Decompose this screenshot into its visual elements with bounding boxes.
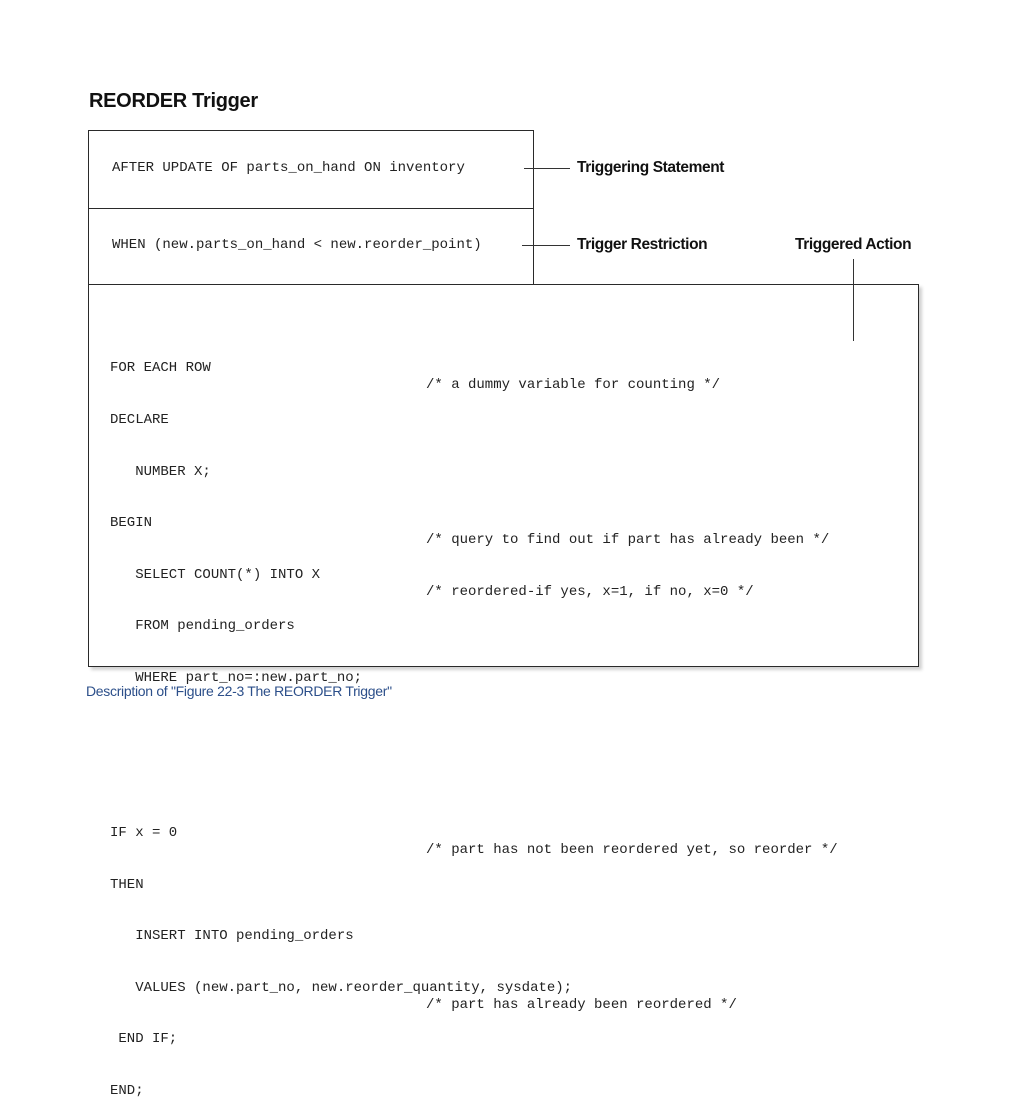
code-line: NUMBER X; xyxy=(110,463,211,480)
code-line: BEGIN xyxy=(110,515,153,532)
triggering-statement-connector xyxy=(524,168,570,170)
code-line: FOR EACH ROW xyxy=(110,360,211,377)
trigger-restriction-label: Trigger Restriction xyxy=(577,236,708,253)
trigger-restriction-box xyxy=(88,208,534,286)
comment-line xyxy=(426,687,838,704)
comment-line: /* reordered-if yes, x=1, if no, x=0 */ xyxy=(426,583,754,600)
code-line: FROM pending_orders xyxy=(110,618,295,635)
code-line: END IF; xyxy=(110,1031,178,1048)
triggered-action-box xyxy=(88,284,919,667)
comment-line xyxy=(426,790,838,807)
comment-line xyxy=(426,481,838,498)
comment-line xyxy=(426,429,838,446)
triggered-action-comments: /* a dummy variable for counting */ /* q… xyxy=(426,343,838,1031)
code-line: DECLARE xyxy=(110,412,169,429)
code-line: END; xyxy=(110,1082,144,1099)
triggering-statement-code: AFTER UPDATE OF parts_on_hand ON invento… xyxy=(112,160,465,176)
trigger-restriction-code: WHEN (new.parts_on_hand < new.reorder_po… xyxy=(112,237,482,253)
triggered-action-connector xyxy=(853,259,855,341)
figure-caption-link[interactable]: Description of "Figure 22-3 The REORDER … xyxy=(86,683,392,699)
comment-line: /* part has not been reordered yet, so r… xyxy=(426,841,838,858)
triggering-statement-label: Triggering Statement xyxy=(577,159,725,176)
code-line: WHERE part_no=:new.part_no; xyxy=(110,670,363,687)
triggered-action-label: Triggered Action xyxy=(795,236,912,253)
comment-line xyxy=(426,739,838,756)
comment-line: /* a dummy variable for counting */ xyxy=(426,377,721,394)
figure-title: REORDER Trigger xyxy=(89,90,258,112)
comment-line xyxy=(426,945,838,962)
comment-line xyxy=(426,635,838,652)
comment-line: /* query to find out if part has already… xyxy=(426,532,830,549)
triggering-statement-box xyxy=(88,130,534,209)
comment-line xyxy=(426,894,838,911)
comment-line: /* part has already been reordered */ xyxy=(426,996,737,1013)
code-line: SELECT COUNT(*) INTO X xyxy=(110,566,321,583)
trigger-restriction-connector xyxy=(522,245,570,247)
